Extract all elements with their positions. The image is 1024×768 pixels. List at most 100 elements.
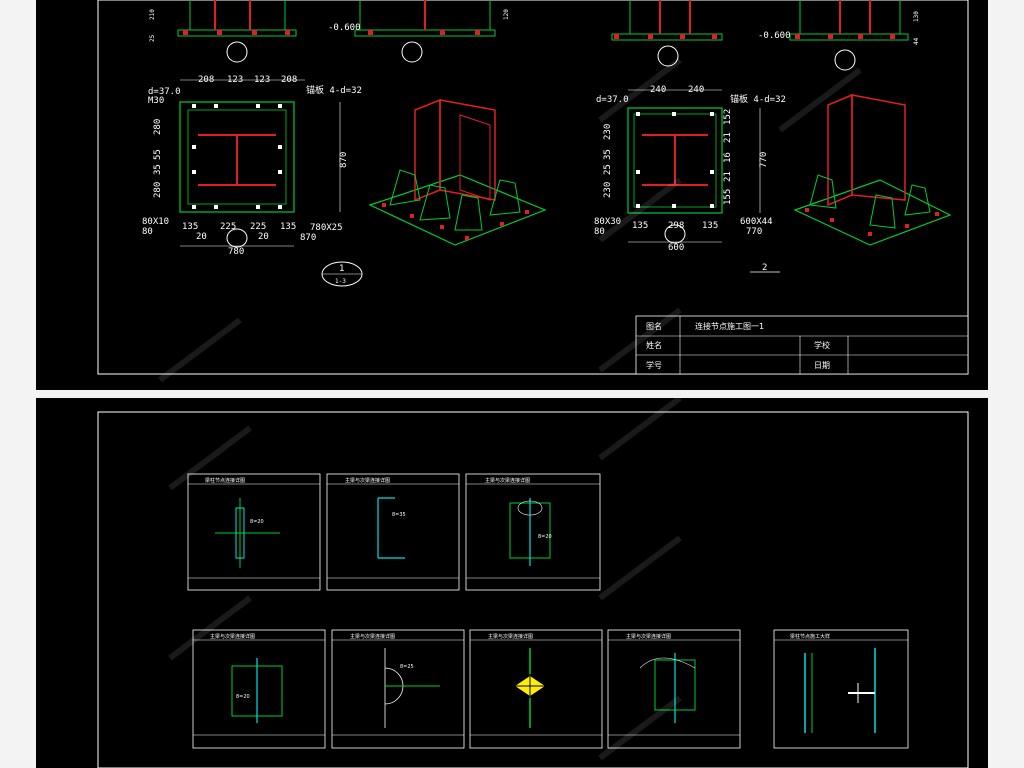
plan1-width-dim: 780 <box>228 247 244 257</box>
detail-frame-r1-3: 主梁与次梁连接详图 8=20 <box>465 473 601 591</box>
plan1-bottom-dim-3: 225 <box>250 222 266 232</box>
elev4-dim-a: 130 <box>913 11 920 22</box>
title-block-drawing-name: 连接节点施工图一1 <box>695 321 764 331</box>
watermark-marks <box>158 57 862 383</box>
section-mark-1-sub: 1-3 <box>335 278 346 285</box>
detail-frame-r2-3: 主梁与次梁连接详图 <box>469 629 603 749</box>
plan1-top-dim-4: 208 <box>281 75 297 85</box>
elevation-label-2: -0.600 <box>758 31 791 41</box>
plan2-stiffener-note: 80X30 <box>594 217 621 227</box>
sheet1-canvas: 210 25 -0.600 120 -0.600 <box>36 0 988 390</box>
detail-r1-3-title: 主梁与次梁连接详图 <box>485 477 530 484</box>
title-block: 图名 连接节点施工图一1 姓名 学校 学号 日期 <box>635 315 969 375</box>
detail-r1-3-dim: 8=20 <box>538 534 552 540</box>
drawing-sheet-2: 梁柱节点连接详图 8=20 主梁与次梁连接详图 8=35 主梁与次梁连接详图 8… <box>0 398 1024 768</box>
plan1-sub-dim-2: 20 <box>258 232 269 242</box>
plan1-bolt-size: M30 <box>148 96 164 106</box>
plan2-base-plate: 600X44 <box>740 217 773 227</box>
title-block-name-label: 姓名 <box>646 340 662 350</box>
plan2-bottom-dim-1: 135 <box>632 221 648 231</box>
isometric-view-2 <box>793 93 952 246</box>
sheet2-border <box>97 411 969 768</box>
detail-r1-2-title: 主梁与次梁连接详图 <box>345 477 390 484</box>
plan2-right-dim-5: 155 <box>723 189 733 205</box>
plan2-top-dim-2: 240 <box>688 85 704 95</box>
plan1-top-dim-3: 123 <box>254 75 270 85</box>
detail-r1-2-dim: 8=35 <box>392 512 406 518</box>
plan1-left-dim-4: 280 <box>153 182 163 198</box>
elev4-dim-b: 44 <box>913 37 920 45</box>
plan2-stiffener-sub: 80 <box>594 227 605 237</box>
detail-frame-extra: 梁柱节点施工大样 <box>773 629 909 749</box>
detail-r1-1-title: 梁柱节点连接详图 <box>205 477 245 484</box>
plan2-plate-note: 锚板 4-d=32 <box>730 93 786 105</box>
plan1-bolt-note: d=37.0 <box>148 87 181 97</box>
sheet2-background <box>36 398 988 768</box>
title-block-date-label: 日期 <box>814 361 830 370</box>
section-mark-1-label: 1 <box>339 264 344 274</box>
section-mark-2-label: 2 <box>762 263 767 273</box>
sheet2-canvas: 梁柱节点连接详图 8=20 主梁与次梁连接详图 8=35 主梁与次梁连接详图 8… <box>36 398 988 768</box>
sheet1-border <box>97 0 969 375</box>
plan2-right-dim-3: 16 <box>723 152 733 163</box>
plan2-bottom-dim-3: 135 <box>702 221 718 231</box>
plan1-stiffener-sub: 80 <box>142 227 153 237</box>
plan1-bottom-dim-2: 225 <box>220 222 236 232</box>
plan1-bottom-dim-4: 135 <box>280 222 296 232</box>
plan1-left-dim-3: 35 <box>153 164 163 175</box>
detail-r2-3-title: 主梁与次梁连接详图 <box>488 633 533 640</box>
plan1-left-dim-2: 55 <box>153 149 163 160</box>
drawing-sheet-1: 210 25 -0.600 120 -0.600 <box>36 0 988 390</box>
detail-frame-r2-4: 主梁与次梁连接详图 <box>607 629 741 749</box>
elevation-label-1: -0.600 <box>328 23 361 33</box>
plan2-left-dim-4: 230 <box>603 182 613 198</box>
plan1-top-dim-2: 123 <box>227 75 243 85</box>
watermark-marks-2 <box>168 398 682 761</box>
plan1-height-dim: 870 <box>339 152 349 168</box>
elev1-dim-b: 25 <box>149 34 156 42</box>
plan2-right-dim-1: 152 <box>723 109 733 125</box>
plan2-base-plate-sub: 770 <box>746 227 762 237</box>
elevation-3 <box>611 0 723 67</box>
detail-r2-1-title: 主梁与次梁连接详图 <box>210 633 255 640</box>
section-mark-2: 2 <box>750 263 780 273</box>
detail-frame-r1-1: 梁柱节点连接详图 8=20 <box>187 473 321 591</box>
elev1-dim-a: 210 <box>149 9 156 20</box>
plan2-left-dim-2: 35 <box>603 149 613 160</box>
base-plate-plan-1: 208 123 123 208 d=37.0 M30 锚板 4-d=32 870… <box>142 75 362 257</box>
plan2-bottom-dim-2: 298 <box>668 221 684 231</box>
base-plate-plan-2: 240 240 d=37.0 锚板 4-d=32 770 230 35 25 2… <box>594 85 786 253</box>
detail-frame-r2-1: 主梁与次梁连接详图 8=20 <box>192 629 326 749</box>
plan2-left-dim-3: 25 <box>603 164 613 175</box>
elev2-dim-a: 120 <box>503 9 510 20</box>
detail-frame-r2-2: 主梁与次梁连接详图 8=25 <box>331 629 465 749</box>
elevation-1: 210 25 <box>149 0 297 63</box>
title-block-school-label: 学校 <box>814 340 830 350</box>
title-block-drawing-name-label: 图名 <box>646 321 662 331</box>
detail-r2-4-title: 主梁与次梁连接详图 <box>626 633 671 640</box>
section-mark-1: 1 1-3 <box>321 261 363 287</box>
plan1-base-plate-sub: 870 <box>300 233 316 243</box>
plan2-height-dim: 770 <box>759 152 769 168</box>
plan2-width-dim: 600 <box>668 243 684 253</box>
detail-extra-title: 梁柱节点施工大样 <box>790 633 830 640</box>
elevation-4: -0.600 130 44 <box>758 0 920 71</box>
plan2-left-dim-1: 230 <box>603 124 613 140</box>
plan1-sub-dim-1: 20 <box>196 232 207 242</box>
plan2-bolt-note: d=37.0 <box>596 95 629 105</box>
elevation-2: -0.600 120 <box>328 0 510 63</box>
plan1-plate-note: 锚板 4-d=32 <box>306 84 362 96</box>
detail-r2-2-dim: 8=25 <box>400 664 414 670</box>
plan1-top-dim-1: 208 <box>198 75 214 85</box>
plan1-bottom-dim-1: 135 <box>182 222 198 232</box>
detail-r2-1-dim: 8=20 <box>236 694 250 700</box>
plan1-stiffener-note: 80X10 <box>142 217 169 227</box>
plan1-base-plate: 780X25 <box>310 223 343 233</box>
plan2-right-dim-4: 21 <box>723 171 733 182</box>
plan2-right-dim-2: 21 <box>723 132 733 143</box>
title-block-id-label: 学号 <box>646 360 662 370</box>
plan2-top-dim-1: 240 <box>650 85 666 95</box>
isometric-view-1 <box>368 98 547 246</box>
plan1-left-dim-1: 280 <box>153 119 163 135</box>
detail-r1-1-dim: 8=20 <box>250 519 264 525</box>
